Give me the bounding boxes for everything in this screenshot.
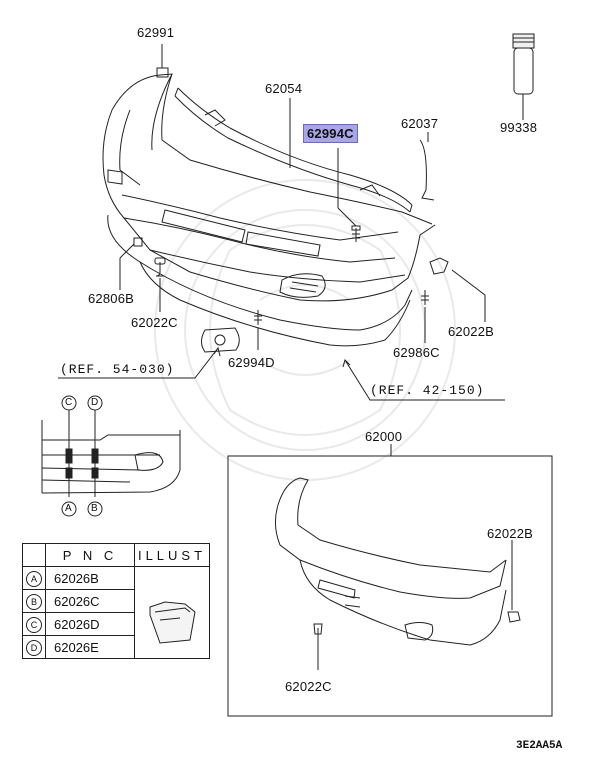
retainer-62037 — [419, 139, 435, 201]
label-62994C-highlighted[interactable]: 62994C — [303, 124, 358, 143]
label-62054[interactable]: 62054 — [265, 81, 303, 96]
lower-spoiler — [107, 214, 413, 347]
clip-position-detail — [41, 395, 181, 517]
front-bumper-cover — [102, 73, 436, 302]
label-62991[interactable]: 62991 — [137, 25, 175, 40]
illust-cell — [134, 566, 210, 659]
label-62022B-upper[interactable]: 62022B — [448, 324, 495, 339]
table-row: D 62026E — [22, 635, 210, 659]
table-row: B 62026C — [22, 589, 210, 613]
pnc-table: P N C ILLUST A 62026B B 62026C C 62026D … — [22, 543, 210, 659]
reference-54-030[interactable]: (REF. 54-030) — [60, 362, 175, 377]
row-mark: B — [26, 593, 42, 610]
row-mark: D — [26, 639, 42, 656]
detail-marker-c: C — [65, 397, 73, 408]
pnc-cell[interactable]: 62026D — [45, 612, 135, 636]
leader-lines — [58, 44, 524, 401]
label-62022C-assembly[interactable]: 62022C — [285, 679, 332, 694]
label-62994D[interactable]: 62994D — [228, 355, 275, 370]
pnc-cell[interactable]: 62026E — [45, 635, 135, 659]
illust-header: ILLUST — [134, 543, 210, 567]
reinforcement-62054 — [174, 87, 413, 213]
detail-marker-b: B — [91, 503, 98, 514]
touch-up-paint-99338 — [512, 33, 535, 117]
row-mark: A — [26, 570, 42, 587]
label-62000[interactable]: 62000 — [365, 429, 403, 444]
pnc-cell[interactable]: 62026C — [45, 589, 135, 613]
clip-62991 — [156, 62, 169, 78]
label-99338[interactable]: 99338 — [500, 120, 538, 135]
label-62986C[interactable]: 62986C — [393, 345, 440, 360]
label-62022B-assembly[interactable]: 62022B — [487, 526, 534, 541]
label-62806B[interactable]: 62806B — [88, 291, 135, 306]
pnc-cell[interactable]: 62026B — [45, 566, 135, 590]
detail-marker-d: D — [91, 397, 99, 408]
pnc-header: P N C — [45, 543, 135, 567]
label-62022C-upper[interactable]: 62022C — [131, 315, 178, 330]
assembly-62000-box — [227, 444, 553, 717]
detail-marker-a: A — [65, 503, 72, 514]
row-mark: C — [26, 616, 42, 633]
label-62037[interactable]: 62037 — [401, 116, 439, 131]
table-row: A 62026B — [22, 566, 210, 659]
fasteners — [133, 225, 449, 353]
reference-42-150[interactable]: (REF. 42-150) — [370, 383, 485, 398]
diagram-code: 3E2AA5A — [516, 740, 563, 752]
